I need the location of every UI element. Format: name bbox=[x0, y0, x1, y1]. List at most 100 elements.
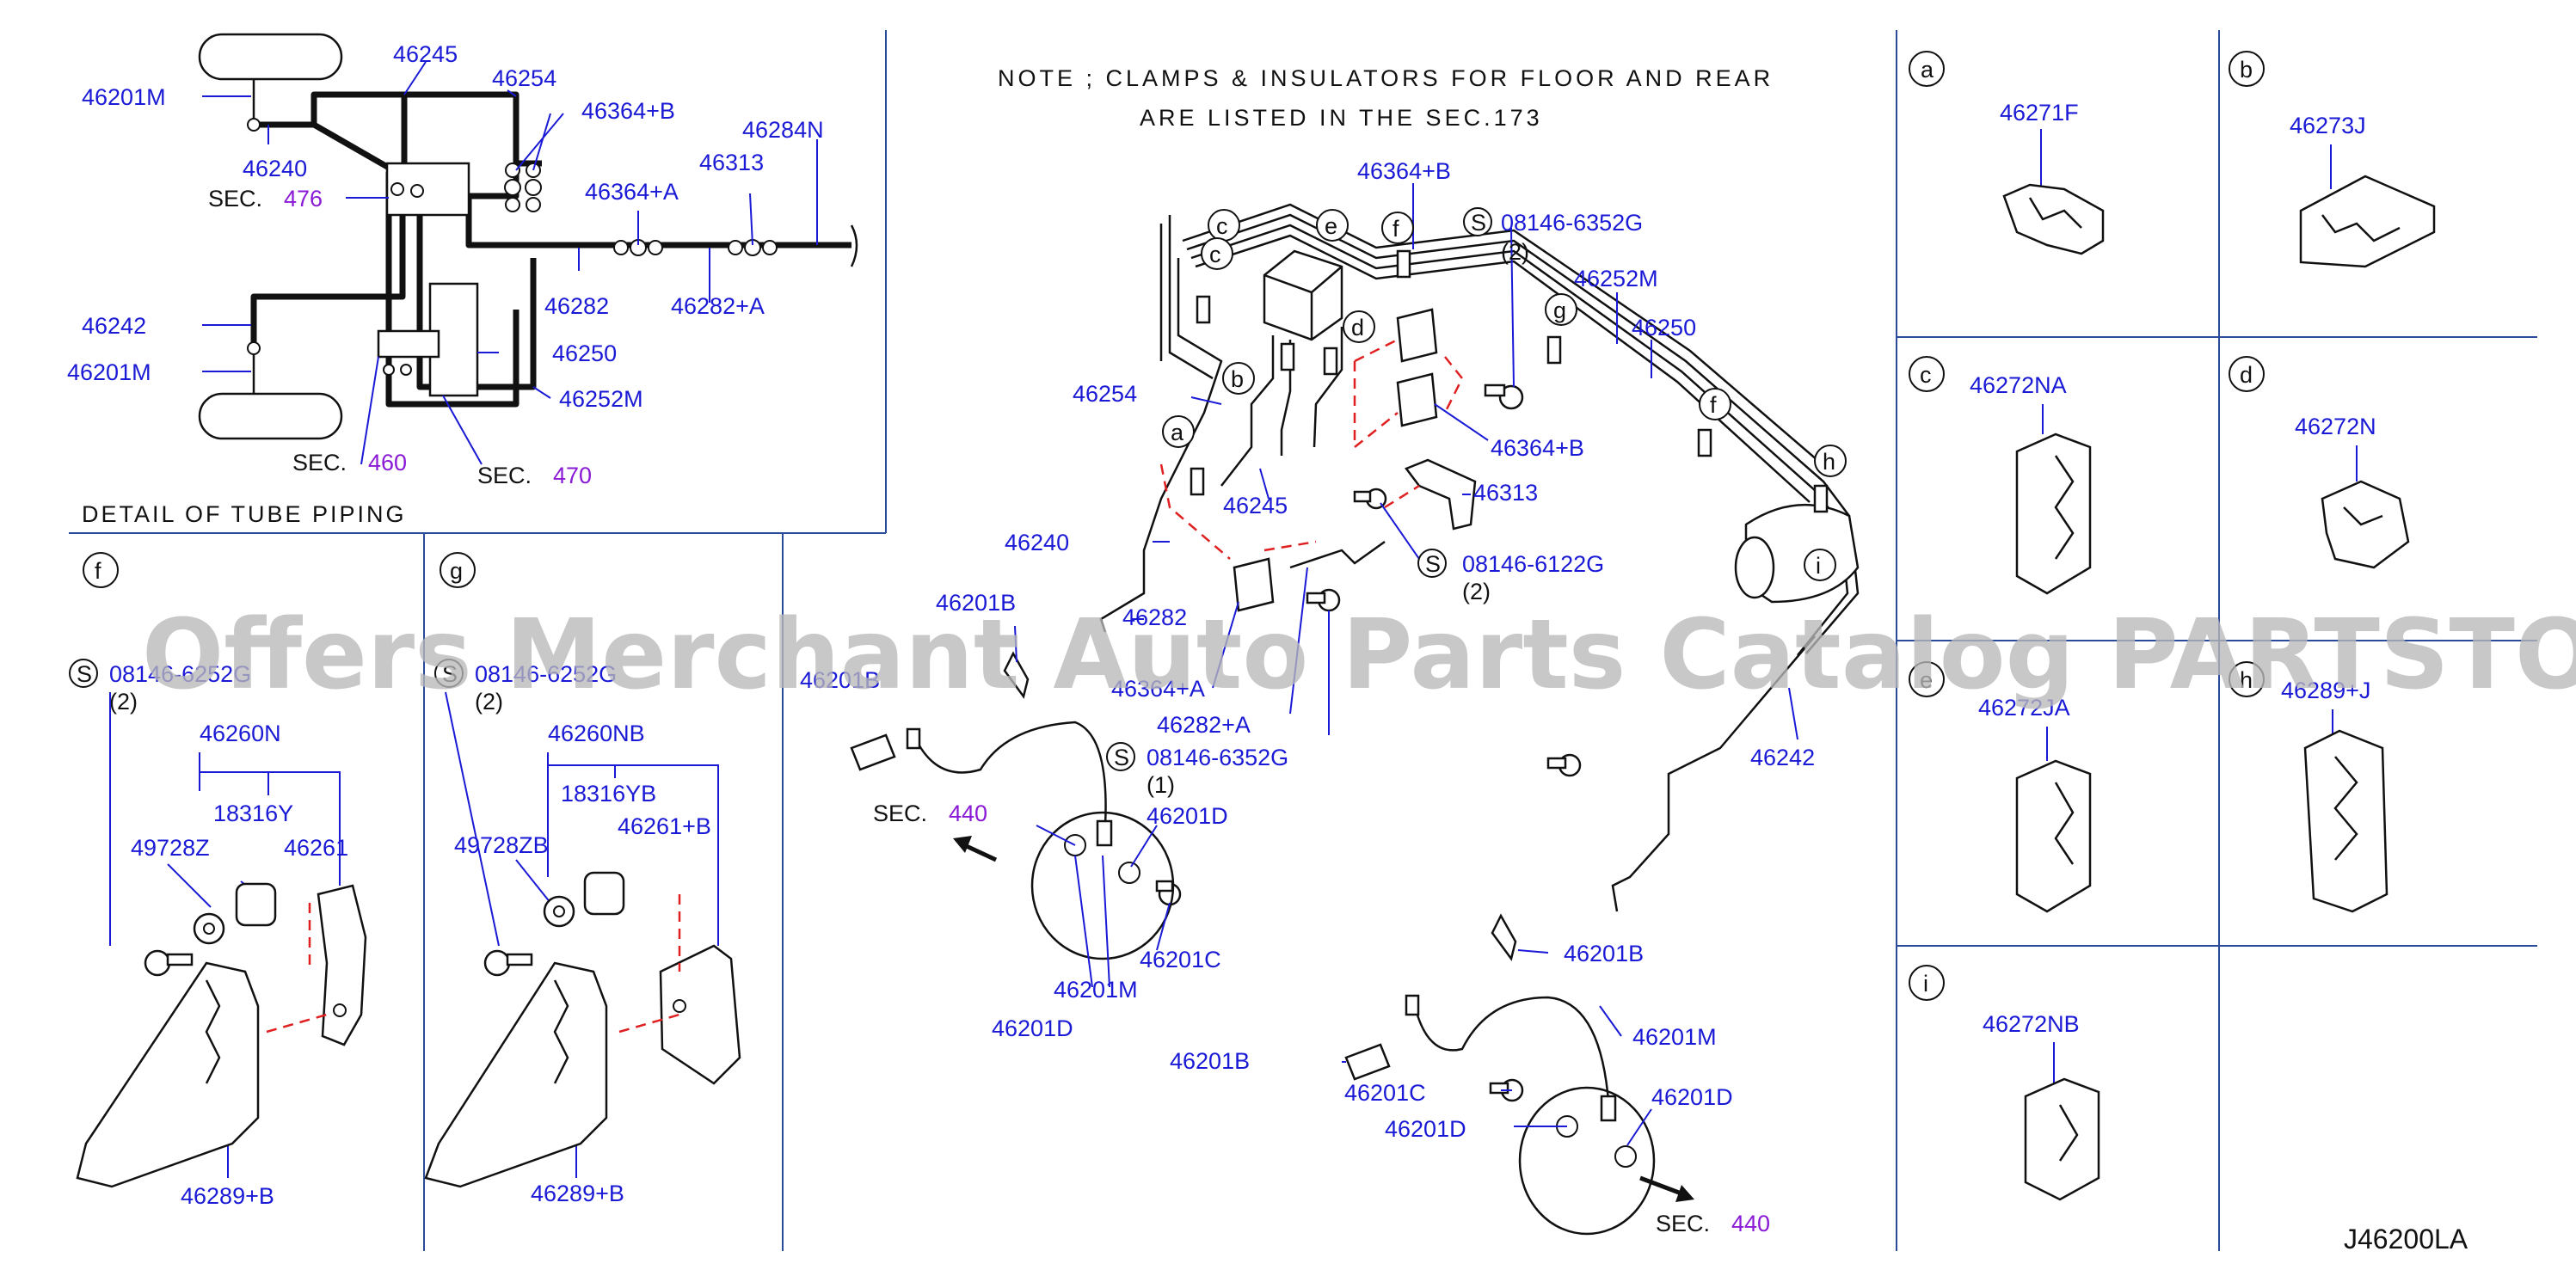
panel-f-clip bbox=[76, 961, 260, 1188]
label-46201b-b: 46201B bbox=[800, 667, 880, 693]
tube-piping-detail: 46201M 46240 46245 46254 46364+B 46284N … bbox=[67, 33, 858, 527]
label-08146-6122g: 08146-6122G bbox=[1462, 551, 1604, 577]
label-08146-6352g-low: 08146-6352G bbox=[1147, 745, 1288, 770]
clamp-46272ja-shape bbox=[2015, 759, 2092, 913]
label-46250: 46250 bbox=[552, 340, 617, 366]
label-46201d-a: 46201D bbox=[1147, 803, 1228, 829]
callout-c-2: c bbox=[1209, 242, 1221, 267]
label-46252m: 46252M bbox=[559, 386, 643, 412]
label-46245-main: 46245 bbox=[1223, 493, 1288, 518]
sec-440-word-front: SEC. bbox=[873, 801, 927, 826]
callout-a: a bbox=[1171, 420, 1184, 445]
pipe-clamps bbox=[1190, 249, 1829, 513]
clamp-panel-h-part: 46289+J bbox=[2281, 678, 2370, 703]
front-brake-hose bbox=[914, 721, 1107, 826]
panel-f-46261: 46261 bbox=[284, 835, 348, 861]
front-caliper-zone bbox=[1030, 811, 1175, 960]
panel-g-46289b: 46289+B bbox=[531, 1181, 624, 1206]
booster-shape bbox=[428, 282, 479, 397]
label-46201b-d: 46201B bbox=[1170, 1048, 1250, 1074]
panel-g-bracket bbox=[659, 944, 741, 1085]
note-line-2: ARE LISTED IN THE SEC.173 bbox=[1140, 105, 1543, 131]
callout-d: d bbox=[1351, 315, 1364, 340]
clamp-panel-e-letter: e bbox=[1920, 667, 1933, 693]
label-46252m-main: 46252M bbox=[1574, 266, 1658, 291]
clamp-panel-h-letter: h bbox=[2240, 667, 2253, 693]
label-46364b-mid: 46364+B bbox=[1491, 435, 1584, 461]
clamp-46289j-shape bbox=[2303, 729, 2388, 913]
panel-f-bracket bbox=[317, 884, 367, 1046]
panel-f: f S 08146-6252G (2) 46260N 18316Y 49728Z… bbox=[69, 552, 367, 1209]
panel-f-qty: (2) bbox=[109, 689, 138, 715]
label-46201c-b: 46201C bbox=[1344, 1080, 1426, 1106]
panel-f-s-symbol: S bbox=[77, 661, 92, 687]
label-46364a: 46364+A bbox=[585, 179, 679, 205]
s-symbol-low: S bbox=[1114, 745, 1129, 770]
sec-476-number: 476 bbox=[284, 186, 323, 212]
panel-g-49728zb: 49728ZB bbox=[454, 832, 549, 858]
panel-f-18316y: 18316Y bbox=[213, 801, 293, 826]
rear-tire-shape bbox=[198, 392, 343, 440]
panel-frames bbox=[69, 30, 2537, 1251]
clamp-panel-e-part: 46272JA bbox=[1978, 695, 2070, 721]
label-46254-main: 46254 bbox=[1073, 381, 1137, 407]
label-46201d-b: 46201D bbox=[992, 1015, 1073, 1041]
clamp-panel-d-letter: d bbox=[2240, 362, 2253, 388]
label-46201m-main-b: 46201M bbox=[1632, 1024, 1717, 1050]
master-cylinder-block bbox=[385, 162, 470, 217]
label-46201m-rear: 46201M bbox=[67, 359, 151, 385]
label-46201m-main-a: 46201M bbox=[1054, 977, 1138, 1003]
master-cylinder-cube bbox=[1263, 249, 1343, 341]
callout-e: e bbox=[1325, 213, 1337, 239]
clamp-panels: a 46271F b 46273J c 46272NA d 46272N e 4… bbox=[1909, 51, 2436, 1201]
detail-title: DETAIL OF TUBE PIPING bbox=[82, 501, 407, 527]
main-assembly: c c e f d b a g f h i S S S 46364+B 0814… bbox=[800, 158, 1860, 1236]
clamp-panel-a-letter: a bbox=[1921, 57, 1934, 83]
label-46282a: 46282+A bbox=[671, 293, 765, 319]
clamp-panel-a-part: 46271F bbox=[2000, 100, 2079, 126]
clamp-46272na-shape bbox=[2015, 432, 2092, 595]
label-46364b: 46364+B bbox=[581, 98, 675, 124]
clamp-46272n-shape bbox=[2321, 480, 2410, 569]
front-tire-shape bbox=[198, 33, 343, 81]
label-46242-main: 46242 bbox=[1750, 745, 1815, 770]
diagram-id: J46200LA bbox=[2344, 1224, 2468, 1255]
joint-connectors bbox=[504, 163, 778, 256]
callout-f-2: f bbox=[1710, 392, 1717, 418]
clamp-46272nb-shape bbox=[2024, 1077, 2100, 1201]
panel-g-s-symbol: S bbox=[442, 661, 458, 687]
sec-476-word: SEC. bbox=[208, 186, 262, 212]
clamp-panel-i-letter: i bbox=[1923, 971, 1928, 997]
panel-f-46260n: 46260N bbox=[200, 721, 281, 746]
panel-f-46289b: 46289+B bbox=[181, 1183, 274, 1209]
panel-g-qty: (2) bbox=[475, 689, 503, 715]
clamp-panel-i-part: 46272NB bbox=[1983, 1011, 2080, 1037]
label-46240: 46240 bbox=[243, 156, 307, 181]
label-46201d-c: 46201D bbox=[1651, 1084, 1733, 1110]
label-46282a-main: 46282+A bbox=[1157, 712, 1251, 738]
bracket-46364b-lower bbox=[1396, 372, 1438, 427]
callout-f-1: f bbox=[1393, 216, 1399, 242]
callout-h: h bbox=[1823, 449, 1835, 475]
bracket-46364b-upper bbox=[1396, 308, 1438, 363]
bracket-46313 bbox=[1405, 458, 1477, 531]
note-line-1: NOTE ; CLAMPS & INSULATORS FOR FLOOR AND… bbox=[998, 65, 1774, 91]
callout-i: i bbox=[1816, 553, 1821, 579]
label-46201d-d: 46201D bbox=[1385, 1116, 1466, 1142]
label-qty-top: (2) bbox=[1501, 239, 1529, 265]
callout-c-1: c bbox=[1216, 213, 1228, 239]
sec-460-word: SEC. bbox=[292, 450, 347, 475]
label-46313: 46313 bbox=[699, 150, 764, 175]
clamp-panel-c-part: 46272NA bbox=[1970, 372, 2067, 398]
rear-brake-hose bbox=[1413, 996, 1610, 1101]
clamp-46273j-shape bbox=[2299, 175, 2436, 268]
rear-sec-arrow bbox=[1639, 1175, 1687, 1198]
callout-letters: c c e f d b a g f h i S S S bbox=[1106, 207, 1847, 771]
clamp-panel-b-letter: b bbox=[2240, 57, 2253, 83]
panel-g-18316yb: 18316YB bbox=[561, 781, 656, 807]
clamp-panel-c-letter: c bbox=[1920, 362, 1932, 388]
label-46282-main: 46282 bbox=[1122, 604, 1187, 630]
callout-b: b bbox=[1231, 366, 1244, 392]
rear-caliper-zone bbox=[1518, 1086, 1656, 1236]
